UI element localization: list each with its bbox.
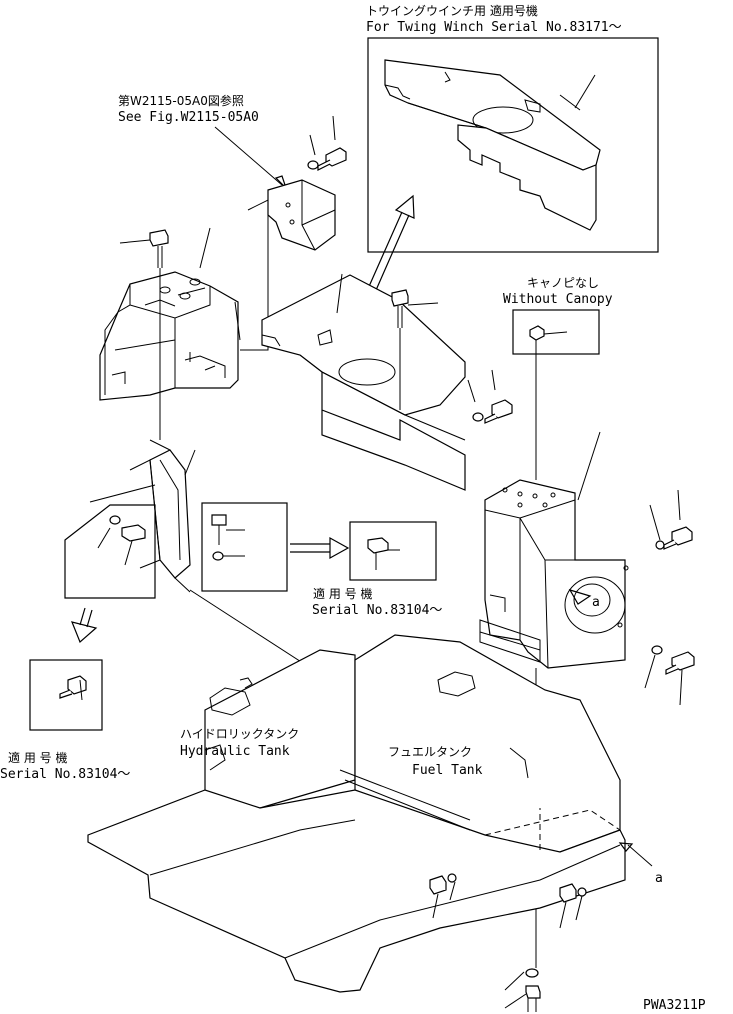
see-fig-leader (214, 126, 283, 186)
serial-right-label-jp: 適 用 号 機 (313, 586, 372, 601)
twing-winch-label-en: For Twing Winch Serial No.83171～ (366, 20, 622, 35)
inset-frame-bolt-washer (201, 502, 288, 592)
right-tall-bracket: a (479, 431, 629, 968)
bolts-right-upper (649, 489, 693, 550)
inset-frame-serial-left (29, 659, 103, 731)
bolts-right-lower (644, 645, 695, 706)
bolt-washer-middle-right (467, 369, 513, 424)
small-bracket-top (240, 179, 336, 351)
twing-winch-inset: トウイングウインチ用 適用号機 For Twing Winch Serial N… (366, 3, 659, 253)
left-upper-bracket (99, 227, 241, 401)
fuel-tank-label-jp: フュエルタンク (388, 745, 472, 759)
see-fig-label-en: See Fig.W2115-05A0 (118, 110, 259, 125)
arrow-right-middle (290, 536, 350, 560)
ref-a-callout: a (655, 871, 663, 886)
bolt-middle-top (391, 289, 439, 410)
hydraulic-tank-label-jp: ハイドロリックタンク (180, 727, 299, 741)
machine-frame (87, 769, 626, 993)
inset-frame-without-canopy (512, 309, 600, 355)
fuel-tank-label-en: Fuel Tank (412, 763, 483, 778)
without-canopy-label-en: Without Canopy (503, 292, 613, 307)
bolt-top-left (119, 229, 169, 440)
bolt-inset-left (97, 515, 146, 566)
middle-cover-plate (261, 273, 466, 491)
twing-winch-label-jp: トウイングウインチ用 適用号機 (366, 3, 538, 18)
hydraulic-tank-label-en: Hydraulic Tank (180, 744, 290, 759)
bolt-bottom (504, 968, 541, 1012)
ref-a-circle-label: a (592, 595, 600, 610)
serial-left-label-en: Serial No.83104～ (0, 767, 130, 782)
drawing-id: PWA3211P (643, 998, 706, 1013)
frame-fasteners (429, 873, 587, 929)
arrow-down-left (71, 607, 98, 644)
serial-right-label-en: Serial No.83104～ (312, 603, 442, 618)
see-fig-label-jp: 第W2115-05A0図参照 (118, 93, 244, 108)
bolt-washer-top (307, 115, 347, 171)
inset-frame-serial-right (349, 521, 437, 581)
without-canopy-label-jp: キャノピなし (527, 276, 599, 290)
serial-left-label-jp: 適 用 号 機 (8, 750, 67, 765)
inset-frame-top-right (367, 37, 659, 253)
